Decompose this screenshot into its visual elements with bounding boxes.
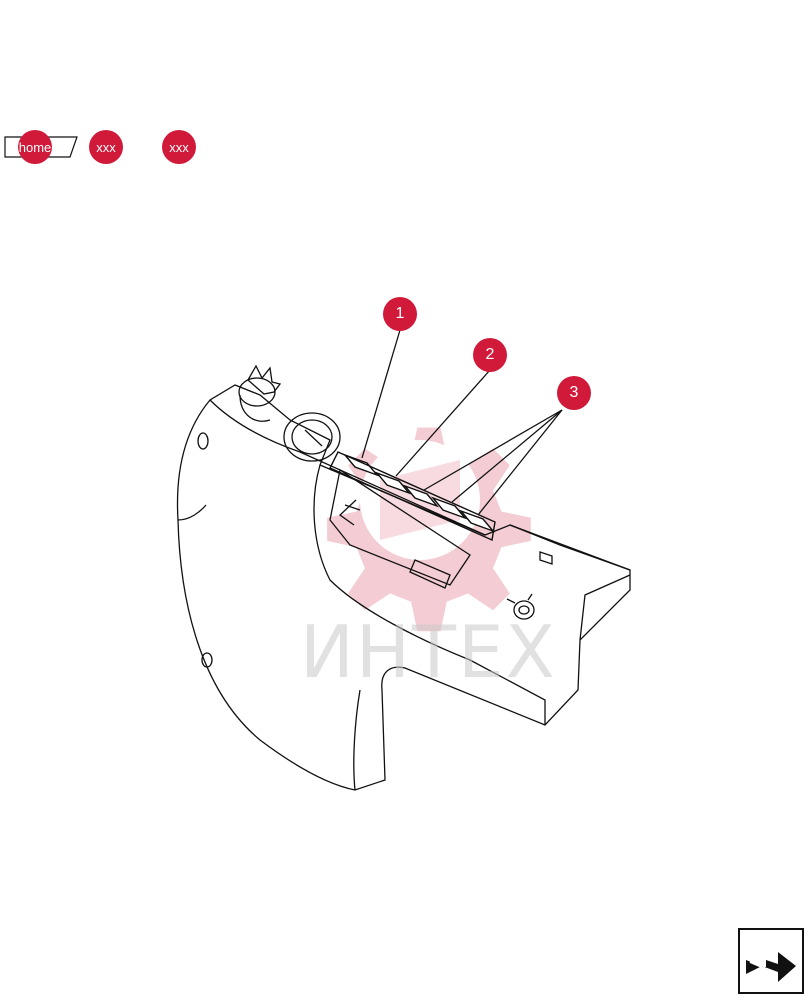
nav-button-2-label: xxx <box>169 139 189 155</box>
nav-button-1[interactable]: xxx <box>89 130 123 164</box>
callout-2-label: 2 <box>485 346 495 363</box>
leader-lines <box>361 329 563 516</box>
home-button[interactable]: home <box>18 130 52 164</box>
callout-3-label: 3 <box>569 384 579 401</box>
callout-3[interactable]: 3 <box>557 376 591 410</box>
home-button-label: home <box>18 139 52 155</box>
callout-1[interactable]: 1 <box>383 297 417 331</box>
nav-button-1-label: xxx <box>96 139 116 155</box>
next-page-button[interactable] <box>738 928 804 994</box>
switch-row <box>329 451 496 542</box>
callout-1-label: 1 <box>395 305 405 322</box>
nav-button-2[interactable]: xxx <box>162 130 196 164</box>
console-body <box>176 364 631 791</box>
nav-bar: home xxx xxx <box>0 126 220 170</box>
watermark-text: ИНТЕХ <box>300 610 557 694</box>
callout-2[interactable]: 2 <box>473 338 507 372</box>
arrow-next-icon <box>746 952 796 982</box>
